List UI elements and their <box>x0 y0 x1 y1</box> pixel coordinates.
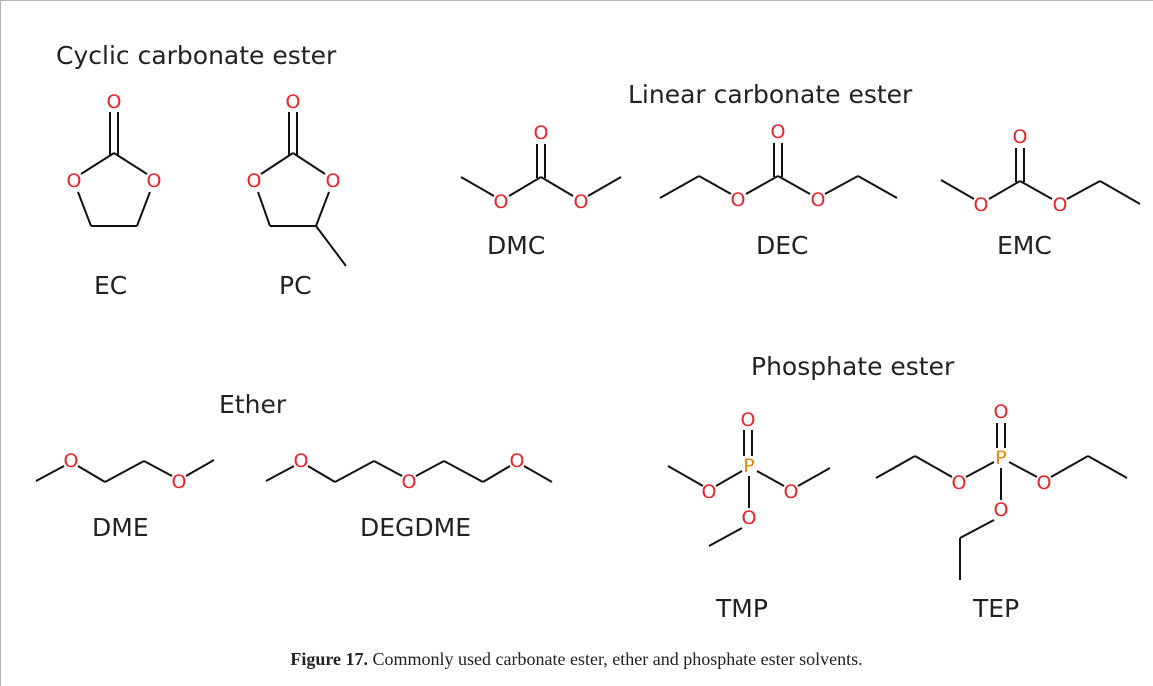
oxygen-atom: O <box>534 122 549 144</box>
phosphorus-atom: P <box>995 447 1006 469</box>
oxygen-atom: O <box>510 450 525 472</box>
oxygen-atom: O <box>494 191 509 213</box>
molecule-label-tep: TEP <box>972 594 1019 623</box>
oxygen-atom: O <box>402 471 417 493</box>
oxygen-atom: O <box>784 481 799 503</box>
molecule-label-ec: EC <box>94 271 127 300</box>
oxygen-atom: O <box>974 194 989 216</box>
oxygen-atom: O <box>702 481 717 503</box>
oxygen-atom: O <box>731 189 746 211</box>
oxygen-atom: O <box>247 170 262 192</box>
oxygen-atom: O <box>67 170 82 192</box>
molecule-label-emc: EMC <box>997 231 1052 260</box>
figure-number: Figure 17. <box>290 649 369 669</box>
molecule-tep: O P O O O TEP <box>875 401 1128 623</box>
molecule-label-tmp: TMP <box>715 594 768 623</box>
molecule-dme: O O DME <box>35 450 215 542</box>
oxygen-atom: O <box>294 450 309 472</box>
molecule-pc: O O O PC <box>247 91 347 300</box>
figure-caption: Figure 17. Commonly used carbonate ester… <box>0 649 1153 670</box>
molecule-emc: O O O EMC <box>940 126 1141 260</box>
molecule-label-pc: PC <box>279 271 312 300</box>
solvent-structures-diagram: Cyclic carbonate ester Linear carbonate … <box>35 41 1141 623</box>
group-title-cyclic: Cyclic carbonate ester <box>56 41 337 70</box>
oxygen-atom: O <box>742 507 757 529</box>
oxygen-atom: O <box>107 91 122 113</box>
molecule-ec: O O O EC <box>67 91 162 300</box>
molecule-dmc: O O O DMC <box>460 122 622 260</box>
oxygen-atom: O <box>994 499 1009 521</box>
oxygen-atom: O <box>771 121 786 143</box>
oxygen-atom: O <box>741 409 756 431</box>
oxygen-atom: O <box>326 170 341 192</box>
oxygen-atom: O <box>1013 126 1028 148</box>
molecule-label-dme: DME <box>92 513 149 542</box>
molecule-label-degdme: DEGDME <box>360 513 471 542</box>
group-title-ether: Ether <box>219 390 287 419</box>
oxygen-atom: O <box>172 471 187 493</box>
phosphorus-atom: P <box>743 455 754 477</box>
molecule-dec: O O O DEC <box>659 121 898 260</box>
oxygen-atom: O <box>1053 194 1068 216</box>
oxygen-atom: O <box>811 189 826 211</box>
oxygen-atom: O <box>147 170 162 192</box>
figure-caption-text: Commonly used carbonate ester, ether and… <box>372 649 863 669</box>
molecule-label-dmc: DMC <box>487 231 545 260</box>
group-title-linear: Linear carbonate ester <box>628 80 913 109</box>
molecule-tmp: O P O O O TMP <box>667 409 831 623</box>
oxygen-atom: O <box>64 450 79 472</box>
group-title-phosphate: Phosphate ester <box>751 352 955 381</box>
oxygen-atom: O <box>286 91 301 113</box>
oxygen-atom: O <box>574 191 589 213</box>
molecule-label-dec: DEC <box>756 231 809 260</box>
oxygen-atom: O <box>952 472 967 494</box>
oxygen-atom: O <box>994 401 1009 423</box>
molecule-degdme: O O O DEGDME <box>265 450 553 542</box>
oxygen-atom: O <box>1037 472 1052 494</box>
